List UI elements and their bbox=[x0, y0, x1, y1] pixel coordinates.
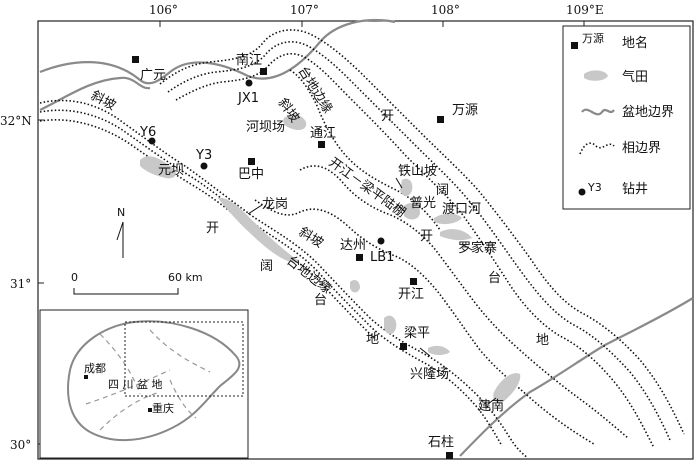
legend-well-label: 钻井 bbox=[622, 182, 648, 197]
town-label-nanjiang: 南江 bbox=[236, 52, 262, 68]
legend-facies-swatch bbox=[579, 142, 615, 155]
region-label-kai1: 开 bbox=[381, 109, 394, 124]
legend-basin-swatch bbox=[581, 108, 615, 116]
town-marker-tongjiang bbox=[318, 141, 325, 148]
legend-facies-label: 相边界 bbox=[622, 141, 661, 156]
town-label-wanyuan: 万源 bbox=[452, 103, 478, 118]
town-label-puguang: 普光 bbox=[410, 196, 436, 211]
gas-field-jiannan bbox=[493, 373, 521, 404]
scale-max: 60 km bbox=[168, 271, 203, 284]
basin-boundary-south bbox=[39, 76, 151, 111]
gas-field-luojiazhai bbox=[440, 229, 472, 241]
gas-field-xinglongchang bbox=[428, 345, 450, 355]
lat-tick-32: 32°N bbox=[0, 114, 32, 128]
town-label-kaijiang: 开江 bbox=[398, 287, 424, 302]
well-label-y3: Y3 bbox=[195, 148, 212, 163]
well-marker-y3 bbox=[200, 162, 208, 170]
town-label-tieshanpo: 铁山坡 bbox=[398, 164, 437, 179]
town-label-xinglongchang: 兴隆场 bbox=[410, 367, 449, 382]
town-label-dazhou: 达州 bbox=[340, 238, 366, 253]
legend-gas-swatch bbox=[584, 70, 608, 81]
legend: 万源 地名 气田 盆地边界 相边界 Y3 钻井 bbox=[562, 25, 691, 210]
legend-basin-label: 盆地边界 bbox=[622, 105, 674, 120]
gas-field-liangping bbox=[384, 315, 397, 334]
town-label-tongjiang: 通江 bbox=[310, 126, 336, 141]
gas-field-longgang bbox=[218, 197, 300, 263]
well-marker-lb1 bbox=[377, 237, 385, 245]
region-label-kaikuo-c: 台 bbox=[314, 293, 327, 308]
gas-field-dukouhe bbox=[434, 213, 462, 225]
lon-tick-106: 106° bbox=[149, 3, 178, 17]
well-label-jx1: JX1 bbox=[237, 91, 259, 106]
region-label-kaikuo-d: 地 bbox=[366, 332, 379, 347]
region-label-kai-e1: 阔 bbox=[436, 183, 449, 198]
gas-field-puguang bbox=[404, 203, 420, 220]
lat-tick-30: 30° bbox=[10, 438, 31, 452]
gas-fields bbox=[140, 114, 521, 404]
inset-map: 成都 四 川 盆 地 重庆 bbox=[39, 309, 249, 459]
region-label-kai-e2: 台 bbox=[488, 271, 501, 286]
town-marker-bazhong bbox=[248, 158, 255, 165]
basin-boundary-north bbox=[39, 18, 396, 85]
legend-town-sample: 万源 bbox=[582, 31, 604, 45]
town-label-liangping: 梁平 bbox=[404, 326, 430, 341]
town-marker-dazhou bbox=[356, 254, 363, 261]
town-label-yuanba: 元坝 bbox=[158, 163, 184, 178]
town-marker-kaijiang bbox=[410, 278, 417, 285]
legend-town-label: 地名 bbox=[622, 35, 648, 51]
scale-zero: 0 bbox=[71, 271, 78, 284]
north-label: N bbox=[117, 206, 125, 219]
facies-boundaries bbox=[39, 29, 685, 459]
town-label-bazhong: 巴中 bbox=[238, 167, 264, 182]
town-label-jiannan: 建南 bbox=[478, 398, 504, 414]
town-label-dukouhe: 渡口河 bbox=[442, 201, 481, 217]
gas-field-south bbox=[350, 280, 360, 293]
inset-label-chengdu: 成都 bbox=[84, 362, 106, 375]
gas-field-tieshanpo bbox=[400, 178, 413, 196]
town-marker-shizhu bbox=[446, 452, 453, 459]
gas-field-hebachang bbox=[283, 114, 307, 130]
town-marker-nanjiang bbox=[260, 68, 267, 75]
town-label-shizhu: 石柱 bbox=[428, 435, 454, 450]
town-marker-wanyuan bbox=[437, 116, 444, 123]
basin-boundary-east bbox=[459, 297, 694, 457]
lon-tick-109: 109°E bbox=[566, 3, 604, 17]
legend-gas-label: 气田 bbox=[622, 69, 648, 85]
legend-town-marker bbox=[571, 42, 578, 49]
well-label-y6: Y6 bbox=[139, 125, 156, 140]
well-marker-jx1 bbox=[245, 79, 253, 87]
town-marker-guangyuan bbox=[132, 56, 139, 63]
inset-label-chongqing: 重庆 bbox=[152, 401, 174, 415]
north-arrow: N bbox=[116, 206, 125, 258]
gas-field-yuanba bbox=[140, 156, 176, 179]
scale-bar: 0 60 km bbox=[71, 271, 203, 295]
region-label-kaikuo-b: 阔 bbox=[260, 259, 273, 274]
region-label-kai-e3: 地 bbox=[536, 333, 549, 348]
town-label-luojiazhai: 罗家寨 bbox=[458, 240, 497, 256]
town-marker-liangping bbox=[400, 343, 407, 350]
lat-tick-31: 31° bbox=[10, 277, 31, 291]
wells: JX1 Y6 Y3 LB1 bbox=[139, 79, 394, 265]
well-marker-y6 bbox=[148, 137, 156, 145]
leader-lines bbox=[247, 177, 497, 405]
town-label-guangyuan: 广元 bbox=[140, 68, 166, 83]
town-label-hebachang: 河坝场 bbox=[246, 120, 285, 135]
legend-well-marker bbox=[578, 188, 586, 196]
region-label-kaikuo-a: 开 bbox=[206, 221, 219, 236]
legend-well-sample: Y3 bbox=[587, 181, 602, 194]
well-label-lb1: LB1 bbox=[370, 250, 394, 265]
lon-tick-107: 107° bbox=[290, 3, 319, 17]
inset-label-basin: 四 川 盆 地 bbox=[108, 377, 163, 391]
region-label-kai-e4: 开 bbox=[420, 229, 433, 244]
towns: 广元 南江 万源 通江 河坝场 巴中 元坝 龙岗 铁山坡 普光 渡口河 罗家寨 … bbox=[132, 52, 504, 459]
town-label-longgang: 龙岗 bbox=[262, 197, 288, 212]
lon-tick-108: 108° bbox=[431, 3, 460, 17]
